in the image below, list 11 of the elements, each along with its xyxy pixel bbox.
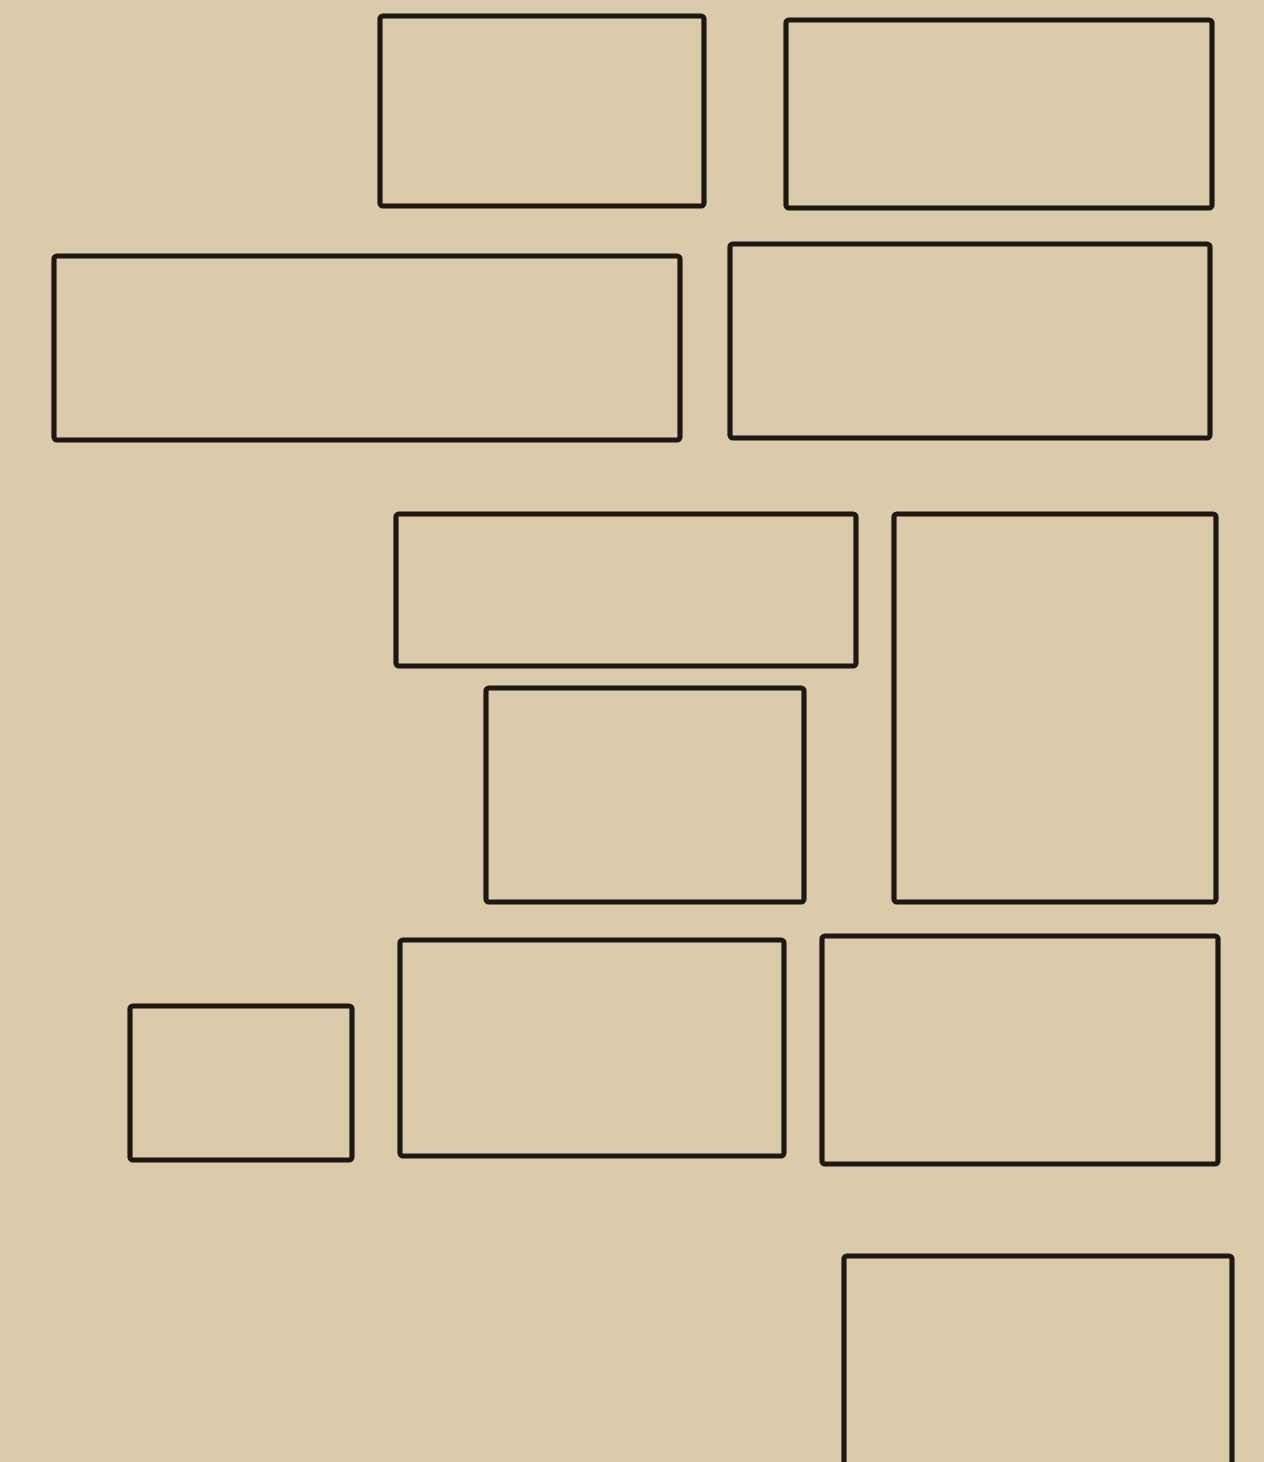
empty-box [393, 511, 859, 669]
empty-box [51, 253, 683, 443]
empty-box [841, 1253, 1235, 1462]
empty-box [727, 241, 1213, 441]
empty-box [127, 1003, 355, 1163]
empty-box [891, 511, 1219, 905]
empty-box [377, 13, 707, 209]
empty-box [783, 17, 1215, 211]
empty-box [483, 685, 807, 905]
empty-box [397, 937, 787, 1159]
empty-box [819, 933, 1221, 1167]
